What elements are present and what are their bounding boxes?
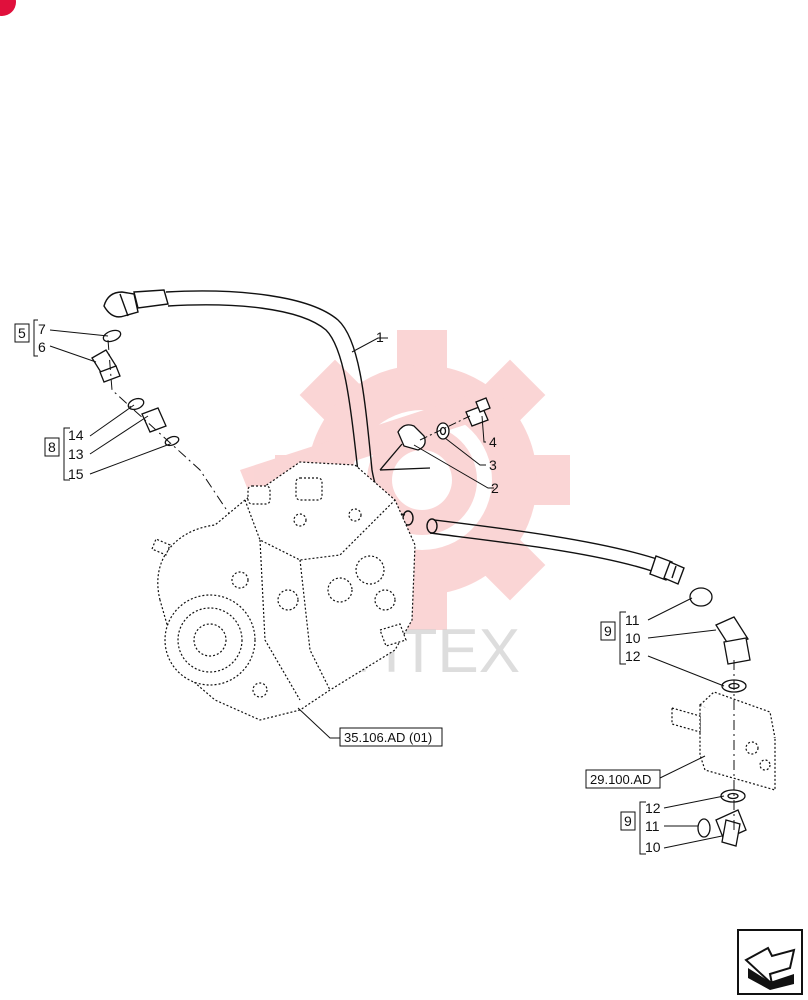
callout-14: 14 xyxy=(68,427,84,443)
corner-badge-icon xyxy=(0,0,16,16)
callout-15: 15 xyxy=(68,466,84,482)
next-page-arrow-icon[interactable] xyxy=(737,929,803,995)
callout-12-bottom: 12 xyxy=(645,800,661,816)
fitting-centerline xyxy=(107,339,241,531)
callout-7: 7 xyxy=(38,321,46,337)
group-box-9-bottom xyxy=(620,811,636,831)
callout-3: 3 xyxy=(489,457,497,473)
ref-box-pump xyxy=(339,727,443,747)
callout-10-bottom: 10 xyxy=(645,839,661,855)
valve-block xyxy=(671,691,776,791)
callout-10-top: 10 xyxy=(625,630,641,646)
callout-13: 13 xyxy=(68,446,84,462)
callout-group-9-bottom: 9 xyxy=(624,813,632,829)
ref-valve-label: 29.100.AD xyxy=(590,772,651,787)
ref-box-valve xyxy=(585,769,661,789)
leader-lines xyxy=(49,329,725,849)
callout-2: 2 xyxy=(491,480,499,496)
upper-left-fittings xyxy=(91,329,180,447)
callout-group-9-top: 9 xyxy=(604,623,612,639)
callout-group-8: 8 xyxy=(48,439,56,455)
group-box-8 xyxy=(44,437,60,457)
callout-group-5: 5 xyxy=(18,325,26,341)
bolt-centerline xyxy=(419,415,471,441)
callout-12-top: 12 xyxy=(625,648,641,664)
callout-1: 1 xyxy=(376,329,384,345)
ref-pump-label: 35.106.AD (01) xyxy=(344,730,432,745)
callout-4: 4 xyxy=(489,434,497,450)
callout-11-top: 11 xyxy=(625,612,640,628)
group-box-9-top xyxy=(600,621,616,641)
callout-6: 6 xyxy=(38,339,46,355)
group-brackets xyxy=(33,319,646,855)
lower-right-fittings xyxy=(689,587,751,847)
hydraulic-pump xyxy=(151,461,416,721)
callout-11-bottom: 11 xyxy=(645,818,660,834)
clamp-and-bolt-parts xyxy=(379,397,491,471)
group-box-5 xyxy=(14,323,30,343)
